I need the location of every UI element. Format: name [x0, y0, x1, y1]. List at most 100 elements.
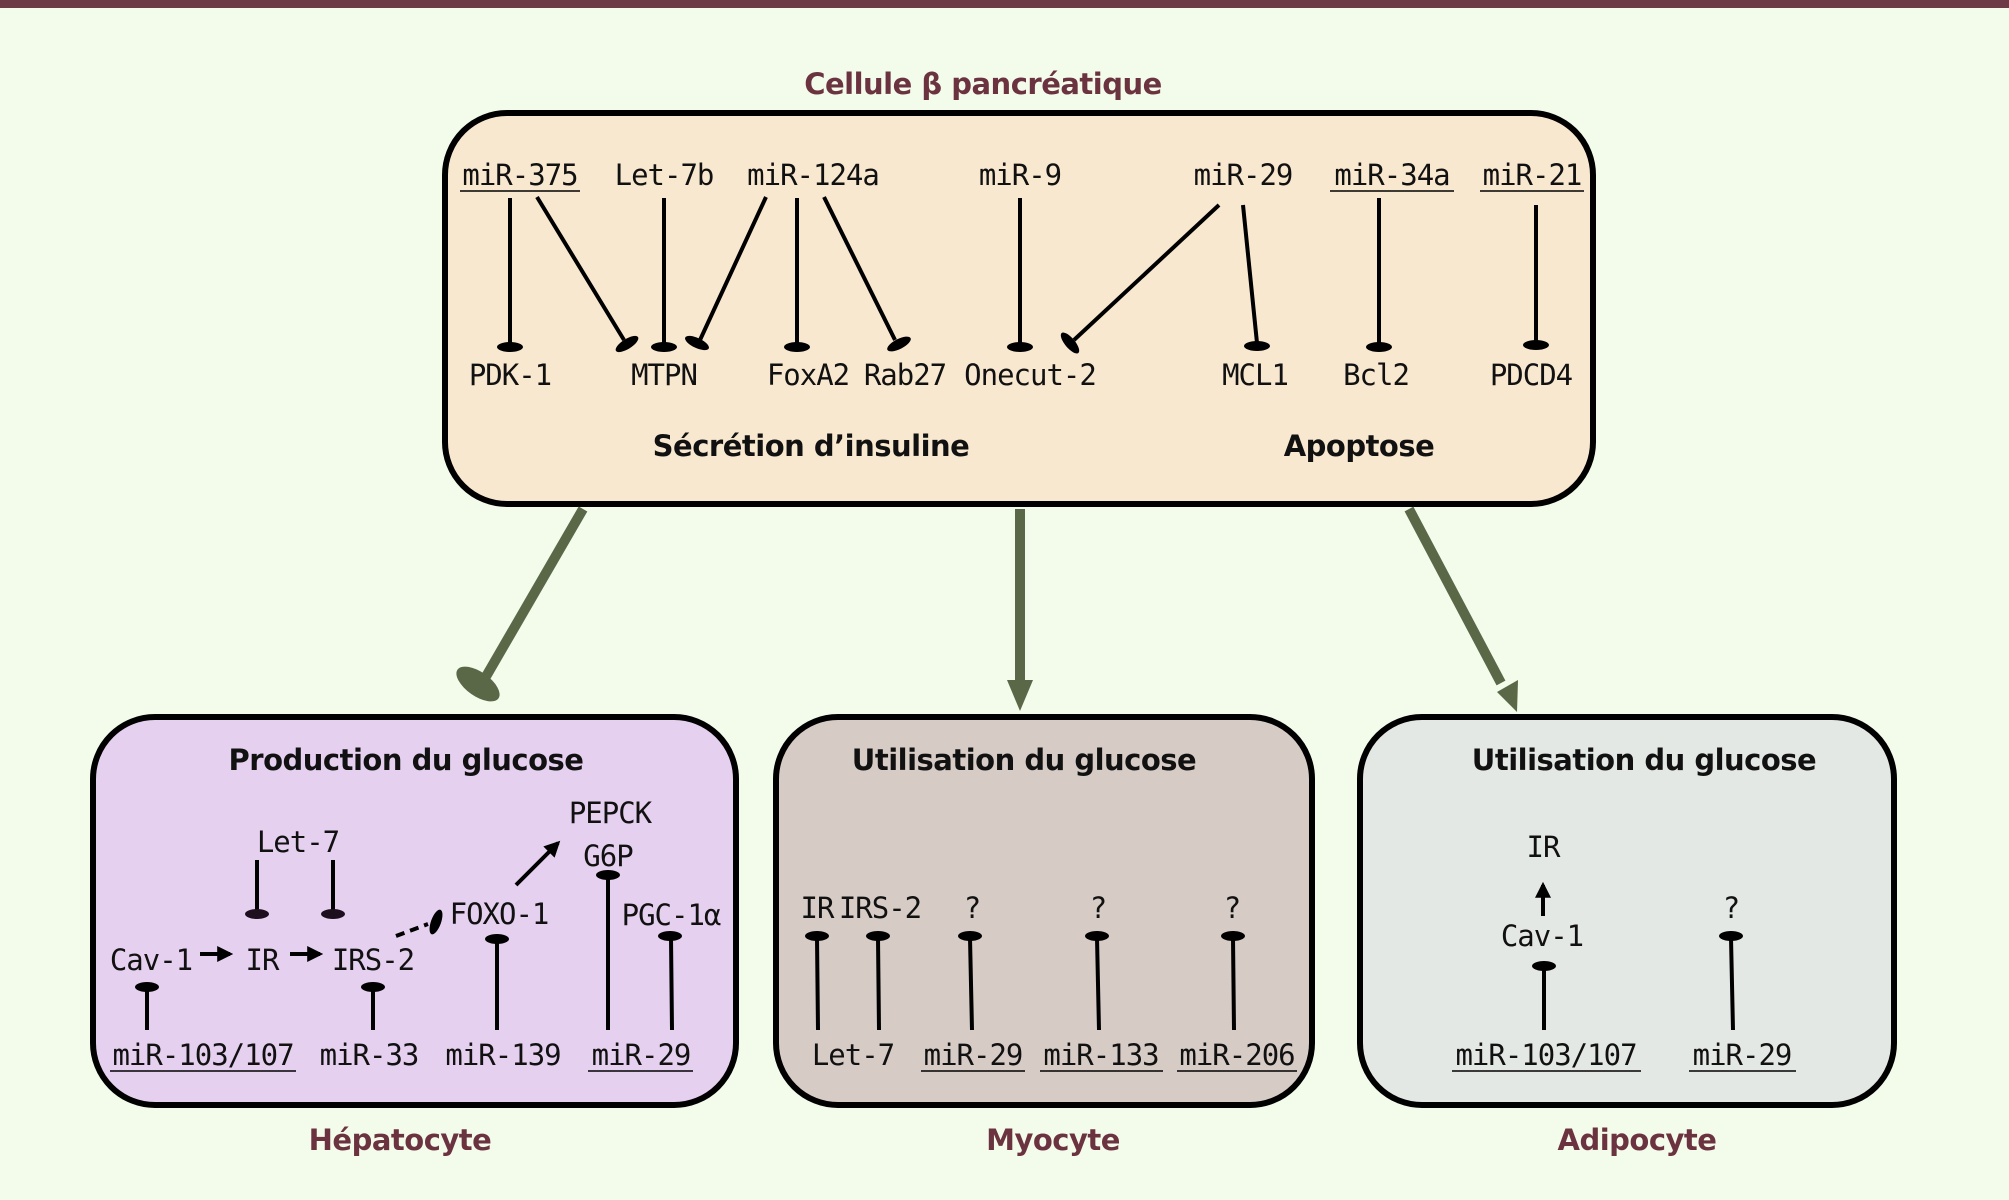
inhibition-head: [361, 982, 385, 992]
inhibition-head: [805, 931, 829, 941]
target-label: IR: [801, 891, 835, 925]
inhibition-head: [1060, 332, 1080, 354]
mirna-label: miR-34a: [1334, 158, 1449, 192]
inhibition-head: [685, 335, 709, 351]
hepatocyte-caption: Hépatocyte: [309, 1123, 492, 1157]
mirna-label: miR-103/107: [1455, 1038, 1636, 1072]
node-label: PGC-1α: [622, 898, 721, 932]
target-label: FoxA2: [767, 358, 849, 392]
inhibition-head: [1366, 342, 1392, 352]
mirna-label: Let-7b: [615, 158, 714, 192]
node-label: IR: [1527, 830, 1561, 864]
arrow-head: [1497, 680, 1518, 712]
inhibition-head: [596, 870, 620, 880]
target-label: MCL1: [1222, 358, 1288, 392]
mirna-label: miR-29: [1693, 1038, 1792, 1072]
target-label: ?: [964, 891, 980, 925]
target-label: MTPN: [631, 358, 697, 392]
inhibition-edge: [669, 937, 674, 1031]
target-label: Onecut-2: [964, 358, 1096, 392]
hepatocyte-box: [90, 714, 739, 1108]
mirna-label: miR-21: [1483, 158, 1582, 192]
inhibition-edge: [1095, 937, 1101, 1031]
inhibition-head: [135, 982, 159, 992]
mirna-label: miR-124a: [747, 158, 879, 192]
inhibition-head: [321, 909, 345, 919]
dashed-inhibition-edge: [395, 922, 429, 938]
inhibition-head: [866, 931, 890, 941]
adipocyte-box: [1357, 714, 1897, 1108]
node-label: ?: [1723, 891, 1739, 925]
inhibition-edge: [1729, 937, 1735, 1031]
mirna-label: Let-7: [812, 1038, 894, 1072]
myocyte-box: [773, 714, 1315, 1108]
inhibition-head: [497, 342, 523, 352]
target-label: ?: [1090, 891, 1106, 925]
connector-activation-adipocyte: [1404, 506, 1506, 686]
target-label: PDCD4: [1490, 358, 1573, 392]
inhibition-head: [1007, 342, 1033, 352]
mirna-label: miR-29: [592, 1038, 691, 1072]
inhibition-head: [887, 336, 911, 352]
inhibition-edge: [1072, 203, 1221, 342]
inhibition-head: [1532, 961, 1556, 971]
node-label: Cav-1: [110, 943, 192, 977]
node-label: Let-7: [257, 825, 339, 859]
inhibition-head: [1719, 931, 1743, 941]
group-label-insulin-secretion: Sécrétion d’insuline: [653, 429, 970, 463]
mirna-label: miR-103/107: [112, 1038, 293, 1072]
inhibition-edge: [876, 937, 881, 1031]
mirna-label: miR-9: [979, 158, 1061, 192]
inhibition-head: [245, 909, 269, 919]
inhibition-head: [1244, 341, 1270, 351]
inhibition-head: [429, 909, 443, 935]
inhibition-head: [1221, 931, 1245, 941]
inhibition-edge: [968, 937, 974, 1031]
group-label-apoptosis: Apoptose: [1284, 429, 1435, 463]
inhibition-head: [658, 931, 682, 941]
inhibition-edge: [815, 937, 820, 1031]
arrow-head: [1007, 680, 1033, 711]
myocyte-title: Utilisation du glucose: [852, 743, 1196, 777]
beta-cell-edges: [497, 195, 1549, 354]
mirna-label: miR-206: [1179, 1038, 1294, 1072]
adipocyte-caption: Adipocyte: [1558, 1123, 1717, 1157]
target-label: ?: [1224, 891, 1240, 925]
inhibition-head: [456, 666, 500, 702]
inhibition-head: [1523, 340, 1549, 350]
inhibition-edge: [698, 196, 768, 341]
target-label: IRS-2: [839, 891, 921, 925]
mirna-label: miR-29: [1194, 158, 1293, 192]
node-label: Cav-1: [1501, 919, 1583, 953]
top-bar: [0, 0, 2009, 8]
inhibition-head: [958, 931, 982, 941]
inhibition-edge: [1231, 937, 1236, 1031]
mirna-label: miR-29: [924, 1038, 1023, 1072]
node-label: FOXO-1: [450, 897, 549, 931]
inhibition-head: [1085, 931, 1109, 941]
inhibition-head: [485, 934, 509, 944]
inhibition-edge: [535, 195, 626, 342]
target-label: PDK-1: [469, 358, 551, 392]
connectors: [456, 506, 1518, 712]
node-label: IR: [246, 943, 280, 977]
myocyte-caption: Myocyte: [986, 1123, 1120, 1157]
connector-inhibition-hepatocyte: [479, 506, 588, 683]
inhibition-head: [651, 342, 677, 352]
mirna-label: miR-375: [462, 158, 577, 192]
mirna-label: miR-33: [320, 1038, 419, 1072]
node-label: PEPCK: [569, 796, 653, 830]
inhibition-head: [615, 335, 639, 353]
inhibition-head: [784, 342, 810, 352]
mirna-label: miR-139: [445, 1038, 560, 1072]
beta-cell-title: Cellule β pancréatique: [804, 67, 1162, 101]
inhibition-edge: [822, 196, 897, 341]
adipocyte-title: Utilisation du glucose: [1472, 743, 1816, 777]
inhibition-edge: [1241, 204, 1259, 344]
target-label: Rab27: [864, 358, 946, 392]
node-label: G6P: [583, 839, 633, 873]
hepatocyte-title: Production du glucose: [229, 743, 584, 777]
node-label: IRS-2: [332, 943, 414, 977]
mirna-label: miR-133: [1043, 1038, 1158, 1072]
